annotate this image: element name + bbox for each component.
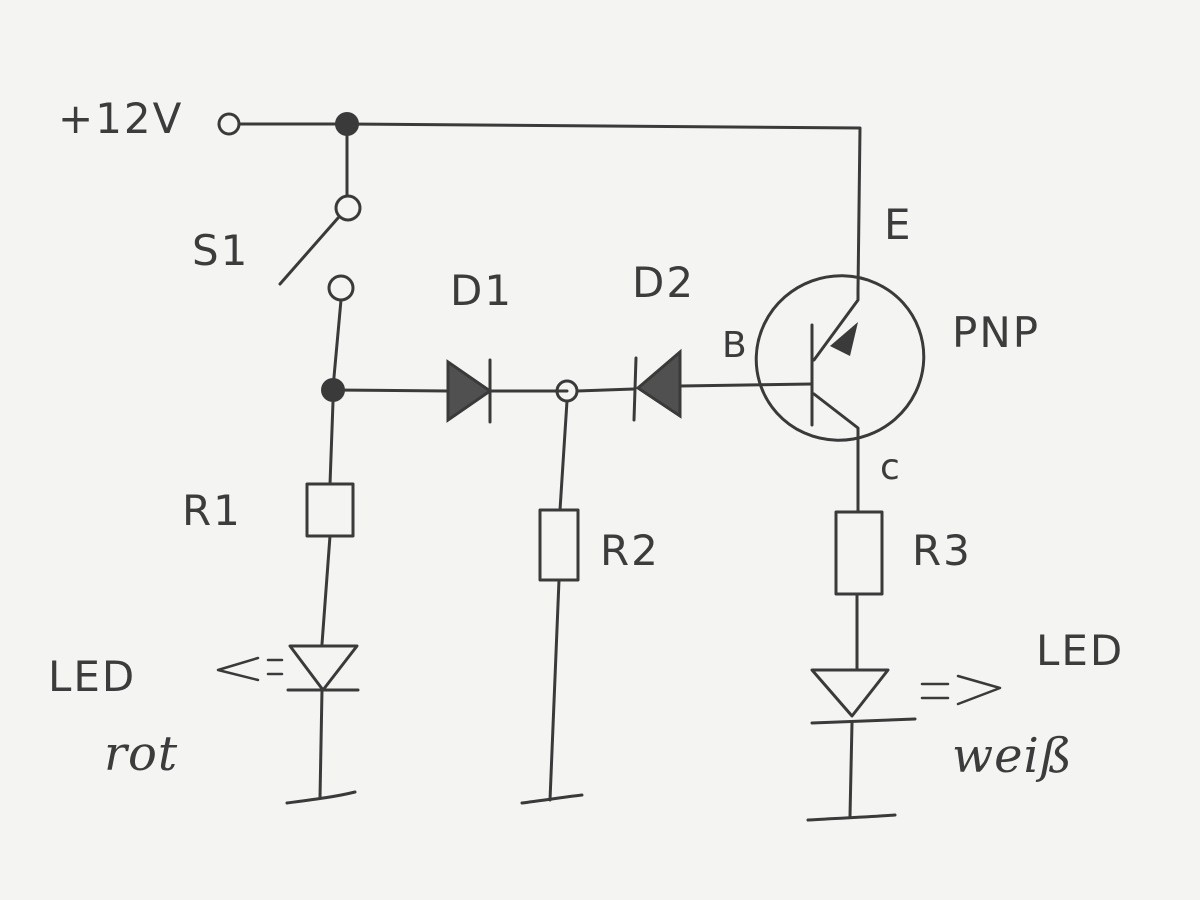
resistor2-label: R2 [600,526,660,575]
transistor-type-label: PNP [952,308,1041,357]
led-red-light-arrow [216,656,284,682]
switch-lower-lead [331,298,343,390]
switch-bottom-contact [327,274,355,302]
led-white-light-arrow [920,674,1002,706]
led-white-label: LED [1036,626,1125,675]
resistor-r1 [305,482,355,538]
resistor1-label: R1 [182,486,242,535]
ground-middle [520,793,584,805]
transistor-circle [754,274,926,442]
supply-terminal [217,112,241,136]
led-red-label: LED [48,652,137,701]
emitter-label: E [884,200,913,249]
wire-led-white-to-ground [848,721,854,818]
led-white-bar [810,717,917,725]
switch-lever [278,216,340,286]
resistor3-label: R3 [912,526,972,575]
emitter-arrow [830,322,858,356]
wire-r2-to-ground [548,578,561,802]
transistor-emitter-lead [812,288,860,362]
wire-led-red-to-ground [318,688,324,800]
led-white-body [810,668,890,718]
diode-d2-body [635,348,682,419]
led-red-body [288,644,359,692]
wire-to-r1 [328,400,335,486]
ground-left [285,790,357,805]
base-label: B [722,325,749,366]
diode-d2-bar [632,356,638,422]
diode2-label: D2 [632,258,696,307]
switch-top-contact [334,194,362,222]
ground-right [806,813,897,822]
resistor-r3 [834,510,884,596]
switch-label: S1 [192,226,250,275]
led-red-color-label: rot [104,726,179,782]
top-rail-wire [237,122,862,292]
wire-r1-to-led [320,534,332,646]
wire-d2-to-base [678,382,814,388]
wire-node-to-d2 [575,387,636,393]
resistor-r2 [538,508,580,582]
led-white-color-label: weiß [952,728,1073,784]
collector-label: c [880,447,902,488]
supply-label: +12V [58,94,184,143]
diode-d1-body [446,359,493,423]
diode1-label: D1 [450,266,514,315]
transistor-collector-lead [812,392,860,514]
wire-to-r2 [558,399,569,512]
wire-to-d1 [331,388,450,393]
